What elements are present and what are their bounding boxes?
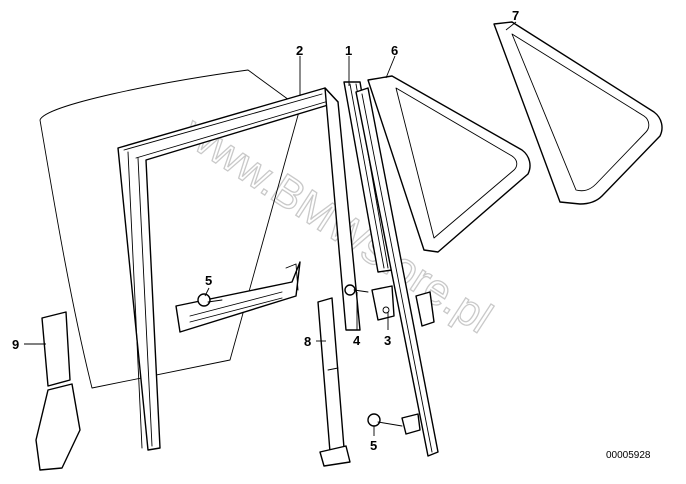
callouts: 1 2 3 4 5 5 6 7 8 9: [12, 8, 519, 453]
callout-7: 7: [512, 8, 519, 23]
part-9-stop-piece: [35, 311, 81, 471]
pillar-rail: [355, 87, 439, 457]
part-5-bolt-upper: [197, 293, 223, 307]
part-2-window-frame: [117, 87, 361, 451]
part-7-quarter-glass: [493, 21, 663, 205]
callout-2: 2: [296, 43, 303, 58]
part-6-quarter-window: [367, 75, 531, 253]
callout-3: 3: [384, 333, 391, 348]
reference-code: 00005928: [606, 450, 651, 461]
callout-9: 9: [12, 337, 19, 352]
callout-8: 8: [304, 334, 311, 349]
callout-5-lower: 5: [370, 438, 377, 453]
pillar-bracket: [415, 291, 435, 327]
callout-6: 6: [391, 43, 398, 58]
part-8-support-bracket: [317, 297, 351, 467]
window-lifter-bracket: [175, 261, 301, 333]
part-3-clip: [371, 285, 395, 321]
door-glass-pane: [39, 69, 301, 389]
callout-5-upper: 5: [205, 273, 212, 288]
part-4-bolt: [344, 284, 369, 296]
callout-4: 4: [353, 333, 361, 348]
part-5-bolt-lower: [367, 413, 421, 435]
callout-1: 1: [345, 43, 352, 58]
leader-lines: [24, 21, 517, 436]
